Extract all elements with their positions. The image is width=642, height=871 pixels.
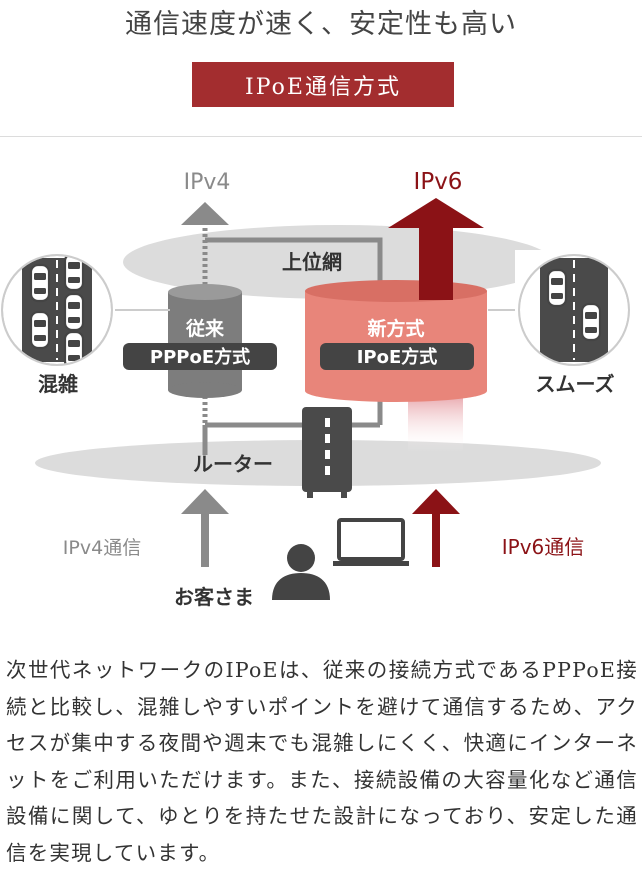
router-device xyxy=(302,407,352,498)
headline: 通信速度が速く、安定性も高い xyxy=(125,9,517,40)
new-label: 新方式 xyxy=(367,317,424,340)
new-method-label: IPoE方式 xyxy=(357,346,438,368)
smooth-label: スムーズ xyxy=(536,372,615,396)
congested-label: 混雑 xyxy=(38,372,78,396)
ipv6-comm-arrow xyxy=(412,489,460,567)
router-label: ルーター xyxy=(193,452,273,476)
legacy-method-label: PPPoE方式 xyxy=(150,346,250,368)
description: 次世代ネットワークのIPoEは、従来の接続方式であるPPPoE接続と比較し、混雑… xyxy=(6,658,638,865)
divider xyxy=(0,136,642,137)
ipv6-comm-label: IPv6通信 xyxy=(502,535,585,559)
ipv4-comm-label: IPv4通信 xyxy=(63,537,141,559)
congested-road xyxy=(1,252,113,370)
smooth-road xyxy=(518,254,630,366)
person-icon xyxy=(272,544,330,600)
network-diagram: 従来 PPPoE方式 新方式 IPoE方式 上位網 IPv4 IPv6 混雑 ス… xyxy=(1,169,630,609)
legacy-cylinder xyxy=(168,284,242,398)
ipv6-glow xyxy=(408,396,463,452)
new-pill xyxy=(320,343,474,370)
ipv4-comm-arrow xyxy=(181,489,229,567)
customer-label: お客さま xyxy=(174,585,254,609)
ipv6-top-label: IPv6 xyxy=(414,169,463,195)
upper-network-label: 上位網 xyxy=(282,250,342,274)
legacy-label: 従来 xyxy=(185,317,224,340)
method-badge: IPoE通信方式 xyxy=(192,62,454,107)
new-cylinder xyxy=(305,280,487,402)
ipv4-up-arrow xyxy=(181,202,229,225)
ipv6-up-arrow xyxy=(388,198,484,300)
laptop-icon xyxy=(333,518,409,566)
ipv4-top-label: IPv4 xyxy=(184,170,231,195)
legacy-pill xyxy=(123,343,277,370)
